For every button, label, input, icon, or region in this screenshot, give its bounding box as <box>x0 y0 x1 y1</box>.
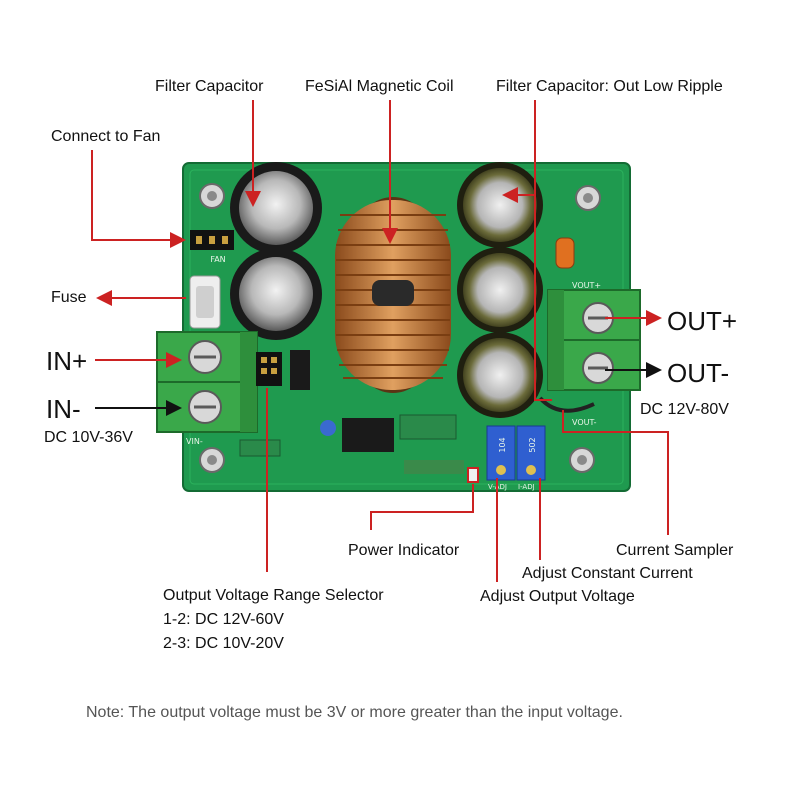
label-adjust-constant-current: Adjust Constant Current <box>522 565 693 582</box>
label-adjust-output-voltage: Adjust Output Voltage <box>480 588 635 605</box>
label-filter-capacitor-out: Filter Capacitor: Out Low Ripple <box>496 78 723 95</box>
label-output-range: DC 12V-80V <box>640 401 729 418</box>
small-capacitor-icon <box>555 237 575 269</box>
footnote: Note: The output voltage must be 3V or m… <box>86 704 623 721</box>
fan-connector-icon: FAN <box>190 230 234 264</box>
pot-current-code: 502 <box>528 437 537 452</box>
control-ic-icon <box>239 414 464 474</box>
leader-fan <box>91 150 186 248</box>
fuse-icon <box>189 275 221 329</box>
label-in-plus: IN+ <box>46 346 88 376</box>
board-vout-plus-label: VOUT+ <box>572 281 601 290</box>
board-vout-minus-label: VOUT- <box>572 418 597 427</box>
label-power-indicator: Power Indicator <box>348 542 460 559</box>
label-range-1-2: 1-2: DC 12V-60V <box>163 611 284 628</box>
power-indicator-led-icon <box>467 467 479 483</box>
label-connect-to-fan: Connect to Fan <box>51 128 161 145</box>
leader-power-indicator <box>370 484 474 530</box>
label-in-minus: IN- <box>46 394 81 424</box>
input-terminal-block-icon: VIN- <box>156 331 258 446</box>
magnetic-coil-icon <box>335 197 451 393</box>
mounting-screw-icon <box>199 183 601 473</box>
label-input-range: DC 10V-36V <box>44 429 133 446</box>
board-vin-label: VIN- <box>186 437 203 446</box>
label-magnetic-coil: FeSiAl Magnetic Coil <box>305 78 454 95</box>
input-filter-capacitor-icon <box>230 162 322 340</box>
output-terminal-block-icon: VOUT+ VOUT- <box>547 281 641 427</box>
label-out-plus: OUT+ <box>667 306 738 336</box>
leader-current-sampler <box>562 410 669 535</box>
output-filter-capacitor-icon <box>457 162 543 418</box>
label-fuse: Fuse <box>51 289 87 306</box>
label-current-sampler: Current Sampler <box>616 542 734 559</box>
label-range-2-3: 2-3: DC 10V-20V <box>163 635 284 652</box>
pot-voltage-code: 104 <box>498 437 507 452</box>
leader-lines <box>91 100 669 582</box>
board-i-adj-label: I-ADJ <box>518 483 535 491</box>
leader-filter-cap-out <box>534 100 552 401</box>
label-filter-capacitor-in: Filter Capacitor <box>155 78 264 95</box>
board-fan-label: FAN <box>210 255 225 264</box>
label-out-minus: OUT- <box>667 358 730 388</box>
range-selector-jumper-icon <box>256 350 310 390</box>
label-range-selector: Output Voltage Range Selector <box>163 587 384 604</box>
